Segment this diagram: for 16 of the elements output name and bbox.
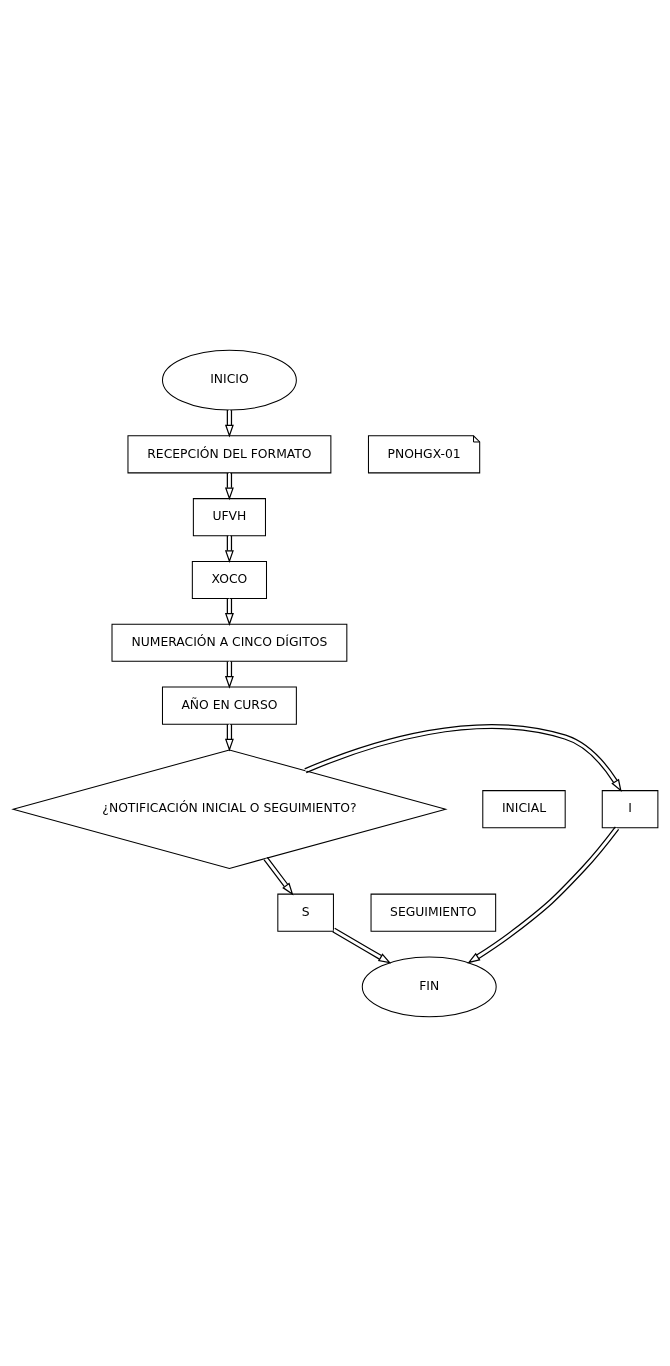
- arrow: [466, 825, 619, 963]
- node-box: SEGUIMIENTO: [370, 893, 496, 932]
- node-ellipse: INICIO: [161, 349, 297, 411]
- arrow: [331, 927, 391, 964]
- node-box: INICIAL: [481, 789, 566, 828]
- node-box: RECEPCIÓN DEL FORMATO: [126, 434, 331, 473]
- node-box: S: [276, 893, 334, 932]
- node-box: XOCO: [191, 560, 267, 599]
- arrow: [303, 723, 622, 792]
- node-box: NUMERACIÓN A CINCO DÍGITOS: [111, 623, 347, 662]
- arrow: [262, 856, 293, 895]
- node-box: AÑO EN CURSO: [161, 686, 297, 725]
- node-box: UFVH: [192, 497, 266, 536]
- node-ellipse: FIN: [361, 955, 497, 1017]
- node-diamond: ¿NOTIFICACIÓN INICIAL O SEGUIMIENTO?: [10, 748, 448, 869]
- node-box: I: [601, 789, 658, 828]
